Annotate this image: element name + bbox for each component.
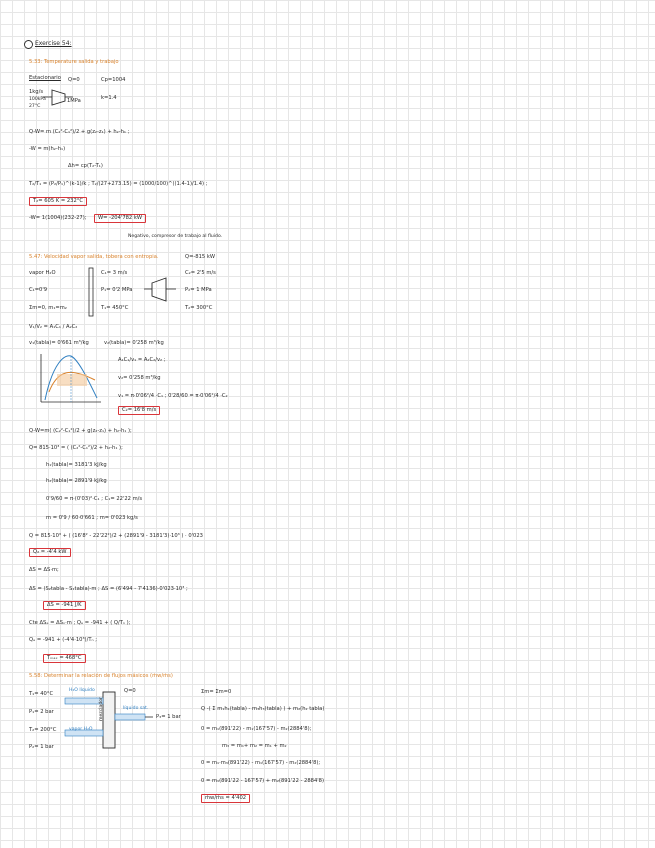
s1-state: Estacionario [29, 75, 61, 81]
s2-ds1: ΔS = ΔS·m; [29, 567, 59, 573]
s2-result-entropy: ΔS = -941 J/K [43, 601, 86, 611]
section2-heading: 5.47: Velocidad vapor salida, tobera con… [29, 254, 159, 260]
s2-p-out: P₂= 1 MPa [185, 287, 212, 293]
s3-e3: m₃ = m₁+ m₂ = m₁ + m₂ [222, 743, 287, 749]
s1-result-work: W= -204'782 kW [94, 214, 147, 224]
s2-ch2: Qₑ = -941 + (-4'4·10³)/Tₙ ; [29, 637, 97, 643]
s2-c-in: C₁= 3 m/s [101, 270, 128, 276]
s3-liq-sat: líquido sat. [123, 706, 149, 711]
s3-q0: Q=0 [124, 688, 136, 694]
s1-result-temperature: T₂= 605 K = 232°C [29, 197, 87, 207]
pipe-diagram [88, 267, 94, 317]
s2-result-velocity: C₂= 16'8 m/s [118, 406, 161, 416]
s2-eq-b: v₂= 0'258 m³/kg [118, 375, 161, 381]
mixing-chamber-diagram [64, 691, 153, 749]
s2-vapor: vapor H₂O [29, 270, 56, 276]
s2-ds2: ΔS = (S₂tabla - S₁tabla)·m ; ΔS = (6'494… [29, 586, 188, 592]
s2-q1: Q-W=m( (C₂²-C₁²)/2 + g(z₂-z₁) + h₂-h₁ ); [29, 428, 132, 434]
section1-heading: 5.33: Temperature salida y trabajo [29, 59, 119, 65]
s2-q2: Q= 815·10³ = ( (C₂²-C₁²)/2 + h₂-h₁ ); [29, 445, 123, 451]
section3-heading: 5.58: Determinar la relación de flujos m… [29, 673, 173, 679]
s3-device: mezclador [99, 697, 104, 721]
compressor-diagram [43, 89, 73, 106]
s1-in-t: 27°C [29, 104, 41, 109]
s2-eq-c: v₁ = π·0'06²/4 ·C₁ ; 0'28/60 = π·0'06²/4… [118, 393, 228, 399]
ts-diagram [40, 354, 101, 403]
s1-eq5: -W= 1(1004)(232-27); [29, 215, 87, 221]
s2-h2: h₂(tabla)= 2891'9 kJ/kg [46, 478, 107, 484]
s2-p-in: P₁= 0'2 MPa [101, 287, 133, 293]
s2-m2: m = 0'9 / 60·0'661 ; m= 0'023 kg/s [46, 515, 138, 521]
s2-flow: Σm=0, m₁=m₂ [29, 305, 67, 311]
s3-p-in: P₁= 2 bar [29, 709, 54, 715]
s1-note: Negativo, compresor de trabajo al fluido… [128, 234, 223, 239]
s3-e2: 0 = m₁(891'22) - m₁(167'57) - m₂(2884'8)… [201, 726, 312, 732]
s3-result-ratio: ṁw/ṁs = 4'402 [201, 794, 251, 804]
s1-q: Q=0 [68, 77, 80, 83]
s2-v2: v₂(tabla)= 0'258 m³/kg [104, 340, 164, 346]
s2-eq-a: A₁C₁/v₁ = A₂C₂/v₂ ; [118, 357, 166, 363]
s3-e1: Q -( Σ m₁h₁(tabla) - m₃h₃(tabla) ) + m₂(… [201, 706, 325, 712]
s3-vap-label: vapor H₂O [69, 727, 93, 732]
s2-h1: h₁(tabla)= 3181'3 kJ/kg [46, 462, 107, 468]
s2-w: Q=-815 kW [185, 254, 215, 260]
turbine-diagram [144, 277, 176, 302]
s2-t-out: T₂= 300°C [185, 305, 213, 311]
s1-k: k=1.4 [101, 95, 117, 101]
s3-e4: 0 = m₁·m₃(891'22) - m₁(167'57) - m₂(2884… [201, 760, 321, 766]
s1-eq1: Q-W= m (C₂²-C₁²)/2 + g(z₂-z₁) + h₂-h₁ ; [29, 129, 130, 135]
s1-cp: Cp=1004 [101, 77, 126, 83]
s3-e5: 0 = m₁(891'22 - 167'57) + m₂(891'22 - 28… [201, 778, 325, 784]
s3-sw: Σm= Σm=0 [201, 689, 232, 695]
s2-c1: C₁=0'9 [29, 287, 48, 293]
s3-t-in: T₁= 40°C [29, 691, 54, 697]
s3-p-st: P₂= 1 bar [29, 744, 54, 750]
s2-ch1: Cte ΔSₑ = ΔSₒ·m ; Qₑ = -941 + ( Q/Tₙ ); [29, 620, 131, 626]
s3-out-p: P₃= 1 bar [156, 714, 181, 720]
s3-t-st: T₂= 200°C [29, 727, 57, 733]
s2-v1: v₁(tabla)= 0'661 m³/kg [29, 340, 89, 346]
s1-eq4: T₂/T₁ = (P₂/P₁)^(k-1)/k ; T₂/(27+273.15)… [29, 181, 208, 187]
s3-liq-label: H₂O líquido [69, 688, 95, 693]
s2-m1: 0'9/60 = π·(0'03)²·C₁ ; C₁= 22'22 m/s [46, 496, 143, 502]
s2-ratio: V₁/V₂ = A₁C₁ / A₂C₂ [29, 324, 78, 330]
s2-c-out: C₂= 2'5 m/s [185, 270, 216, 276]
s1-in-label: 1kg/s [29, 89, 44, 95]
s2-t-in: T₁= 450°C [101, 305, 129, 311]
s2-result-heat: Q₂ = -4'4 kW [29, 548, 71, 558]
s1-eq3: Δh= cp(T₂-T₁) [68, 163, 103, 169]
s2-q3: Q = 815·10³ + ( (16'8² - 22'22²)/2 + (28… [29, 533, 203, 539]
s1-in-extra: 100kPa [29, 97, 46, 102]
s2-result-tmax: Tₘₐₓ = 468°C [43, 654, 86, 664]
page-title: Exercise 54: [35, 40, 72, 47]
s1-out-label: 1MPa [67, 98, 81, 104]
s1-eq2: -W = m(h₂-h₁) [29, 146, 66, 152]
